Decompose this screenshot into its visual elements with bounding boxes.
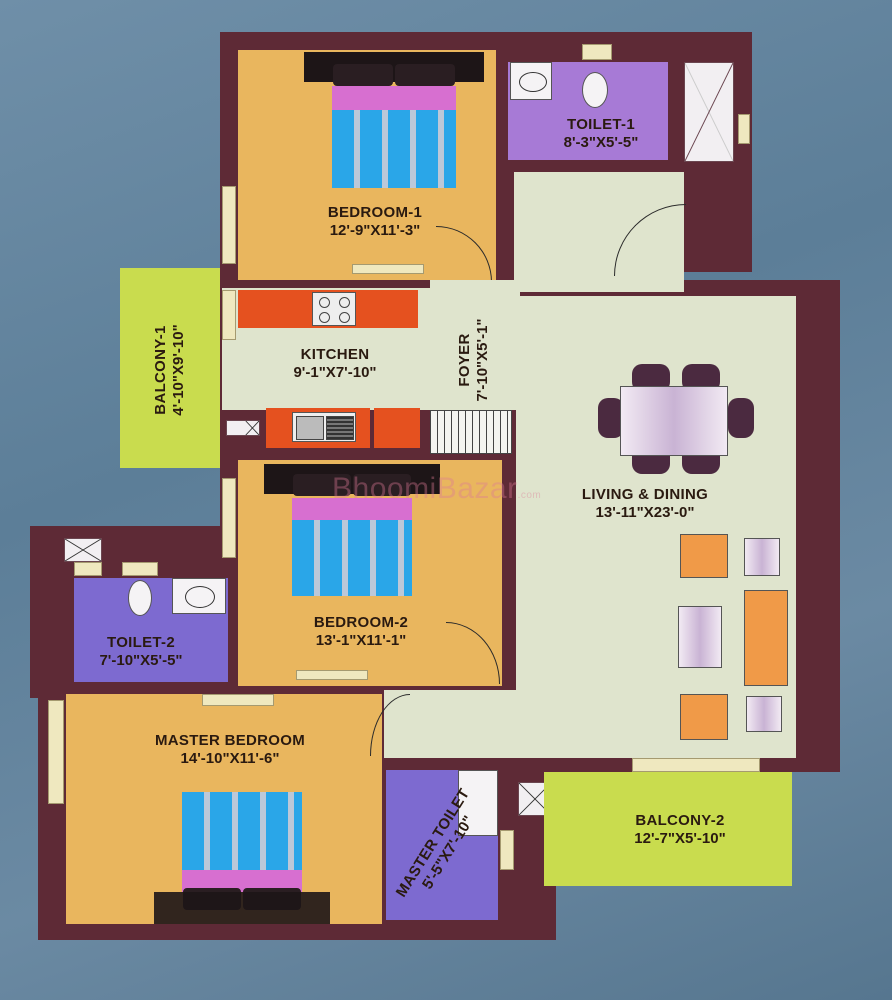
room-dims: 12'-7"X5'-10" [634, 830, 726, 847]
coffee-table [678, 606, 722, 668]
room-dims: 4'-10"X9'-10" [170, 324, 187, 416]
room-dims: 14'-10"X11'-6" [180, 750, 280, 767]
window-master-top [202, 694, 274, 706]
label-balcony-1: BALCONY-1 4'-10"X9'-10" [152, 300, 188, 440]
window-toilet-1-top [582, 44, 612, 60]
room-name: BEDROOM-1 [327, 204, 423, 221]
duct-shaft-top [684, 62, 734, 162]
window-balcony-2 [632, 758, 760, 772]
label-kitchen: KITCHEN 9'-1"X7'-10" [270, 346, 400, 382]
window-shaft-right [738, 114, 750, 144]
side-table [744, 538, 780, 576]
room-dims: 13'-1"X11'-1" [315, 632, 407, 649]
window-toilet-2 [74, 562, 102, 576]
room-dims: 8'-3"X5'-5" [563, 134, 639, 151]
window-toilet-2-b [122, 562, 158, 576]
room-balcony-1 [120, 268, 220, 468]
label-foyer: FOYER 7'-10"X5'-1" [456, 310, 492, 410]
label-toilet-1: TOILET-1 8'-3"X5'-5" [536, 116, 666, 152]
room-dims: 13'-11"X23'-0" [595, 504, 695, 521]
room-balcony-2 [544, 772, 792, 886]
room-dims: 7'-10"X5'-1" [474, 318, 491, 402]
room-name: BALCONY-2 [635, 812, 725, 829]
dining-chair [728, 398, 754, 438]
window-bedroom-1-left [222, 186, 236, 264]
bed-bedroom-1 [304, 52, 484, 188]
room-name: LIVING & DINING [581, 486, 709, 503]
window-bedroom-2-left [222, 478, 236, 558]
room-foyer-passage [430, 280, 520, 410]
room-name: BALCONY-1 [152, 325, 169, 415]
watermark: BhoomiBazar.com [332, 472, 541, 506]
room-name: MASTER BEDROOM [154, 732, 306, 749]
label-master-bedroom: MASTER BEDROOM 14'-10"X11'-6" [130, 732, 330, 768]
window-kitchen [222, 290, 236, 340]
wc-toilet-2 [128, 580, 152, 616]
window-bedroom-1-bottom [352, 264, 424, 274]
window-bedroom-2-bottom [296, 670, 368, 680]
kitchen-duct [226, 420, 260, 436]
kitchen-counter-side [374, 408, 420, 448]
room-dims: 12'-9"X11'-3" [329, 222, 421, 239]
dining-table [620, 386, 728, 456]
washbasin-toilet-2 [172, 578, 226, 614]
label-bedroom-1: BEDROOM-1 12'-9"X11'-3" [300, 204, 450, 240]
room-name: FOYER [456, 333, 473, 387]
watermark-suffix: .com [517, 490, 542, 501]
room-name: TOILET-2 [107, 634, 175, 651]
sofa [744, 590, 788, 686]
dining-chair [598, 398, 624, 438]
window-master-left [48, 700, 64, 804]
label-bedroom-2: BEDROOM-2 13'-1"X11'-1" [286, 614, 436, 650]
watermark-text: BhoomiBazar [332, 472, 518, 505]
staircase [430, 410, 512, 454]
armchair [680, 694, 728, 740]
room-dims: 9'-1"X7'-10" [293, 364, 377, 381]
washbasin-toilet-1 [510, 62, 552, 100]
duct-shaft-toilet-2 [64, 538, 102, 562]
washbasin-master-toilet [458, 770, 498, 836]
window-master-toilet [500, 830, 514, 870]
stove-hob [312, 292, 356, 326]
side-table [746, 696, 782, 732]
label-toilet-2: TOILET-2 7'-10"X5'-5" [76, 634, 206, 670]
wc-toilet-1 [582, 72, 608, 108]
room-dims: 7'-10"X5'-5" [99, 652, 183, 669]
room-name: BEDROOM-2 [313, 614, 409, 631]
label-balcony-2: BALCONY-2 12'-7"X5'-10" [610, 812, 750, 848]
kitchen-sink [292, 412, 356, 442]
label-living-dining: LIVING & DINING 13'-11"X23'-0" [550, 486, 740, 522]
room-name: TOILET-1 [567, 116, 635, 133]
room-name: KITCHEN [300, 346, 370, 363]
bed-bedroom-2 [264, 464, 440, 596]
bed-master-bedroom [154, 792, 330, 924]
armchair [680, 534, 728, 578]
